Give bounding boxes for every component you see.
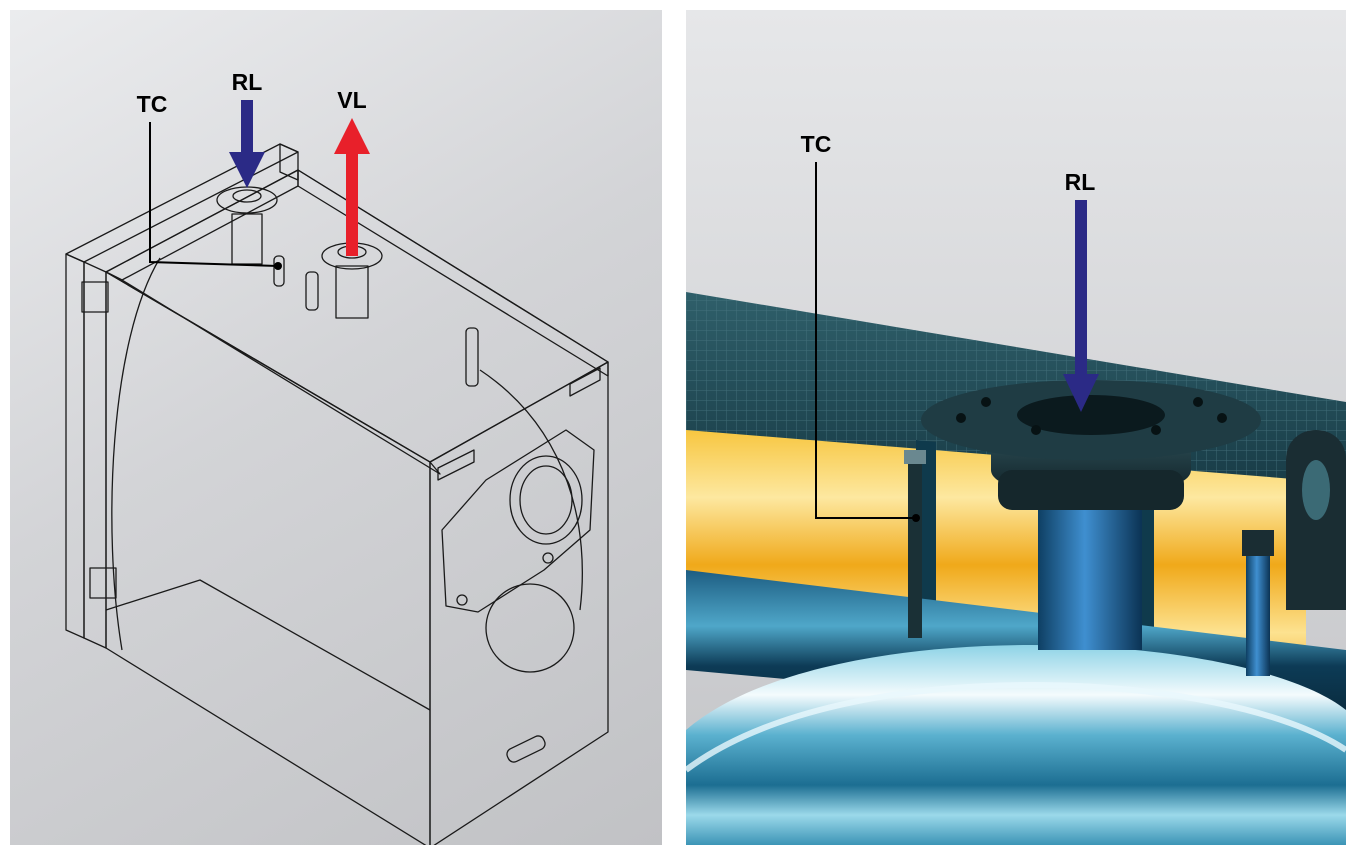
flow-nozzle — [335, 265, 369, 319]
return-flow-arrow-shaft — [241, 100, 253, 154]
left-frame-rail — [65, 253, 85, 639]
sensor-leader-dot — [912, 514, 920, 522]
side-panel-bottom-edge — [105, 579, 431, 711]
front-label-plate-2 — [569, 367, 601, 397]
sensor-pocket — [908, 458, 922, 638]
boiler-side-panel — [105, 271, 431, 845]
sensor-label: TC — [801, 131, 832, 157]
flange-bolt-hole — [1217, 413, 1227, 423]
boiler-line-drawing: RL VL TC — [65, 69, 609, 845]
side-pipe-cap — [1242, 530, 1274, 556]
flow-arrow-shaft — [346, 152, 358, 256]
drum-highlight — [686, 682, 1346, 773]
return-flange-bore — [232, 189, 262, 203]
hinge-top — [81, 281, 109, 313]
side-pipe — [1246, 546, 1270, 676]
drum-outline-left — [111, 257, 161, 651]
return-flange-collar — [998, 470, 1184, 510]
flange-bolt-hole — [1031, 425, 1041, 435]
flange-bolt-hole — [956, 413, 966, 423]
sensor-leader-line — [815, 162, 916, 519]
flow-arrow-head — [334, 118, 370, 154]
front-label-plate — [437, 449, 475, 481]
boiler-cutaway-panel: TC RL — [686, 10, 1346, 845]
top-rail-front — [105, 271, 441, 475]
bolt — [542, 552, 554, 564]
return-flange — [216, 186, 278, 214]
sensor-leader-line — [149, 122, 279, 267]
sensor-leader-dot — [274, 262, 282, 270]
burner-opening — [509, 455, 583, 545]
return-flow-arrow-shaft — [1075, 200, 1087, 380]
bolt — [456, 594, 468, 606]
burner-mount-plate — [441, 429, 595, 613]
return-flow-arrow-head — [1063, 374, 1099, 412]
flange-bolt-hole — [1151, 425, 1161, 435]
top-rail-back — [297, 169, 609, 377]
drum-outline-right — [479, 369, 583, 611]
sensor-socket — [273, 255, 285, 287]
left-frame-rail-inner — [83, 261, 107, 649]
return-flow-arrow-head — [229, 152, 265, 188]
flow-label: VL — [337, 87, 366, 113]
inspection-opening — [485, 583, 575, 673]
socket-small — [305, 271, 319, 311]
return-label: RL — [232, 69, 263, 95]
boiler-front-face — [429, 361, 609, 845]
sensor-label: TC — [137, 91, 168, 117]
socket-tall — [465, 327, 479, 387]
boiler-line-drawing-panel: RL VL TC — [10, 10, 662, 845]
return-label: RL — [1065, 169, 1096, 195]
drain-fitting — [506, 735, 546, 763]
burner-opening-inner — [519, 465, 573, 535]
side-nozzle-opening — [1302, 460, 1330, 520]
return-nozzle — [231, 213, 263, 265]
flange-bolt-hole — [981, 397, 991, 407]
top-frame-rail-back — [65, 143, 299, 263]
flange-bolt-hole — [1193, 397, 1203, 407]
boiler-cutaway: TC RL — [686, 10, 1346, 845]
hinge-bottom — [89, 567, 117, 599]
return-flange-bore — [1017, 395, 1165, 435]
sensor-pocket-head — [904, 450, 926, 464]
